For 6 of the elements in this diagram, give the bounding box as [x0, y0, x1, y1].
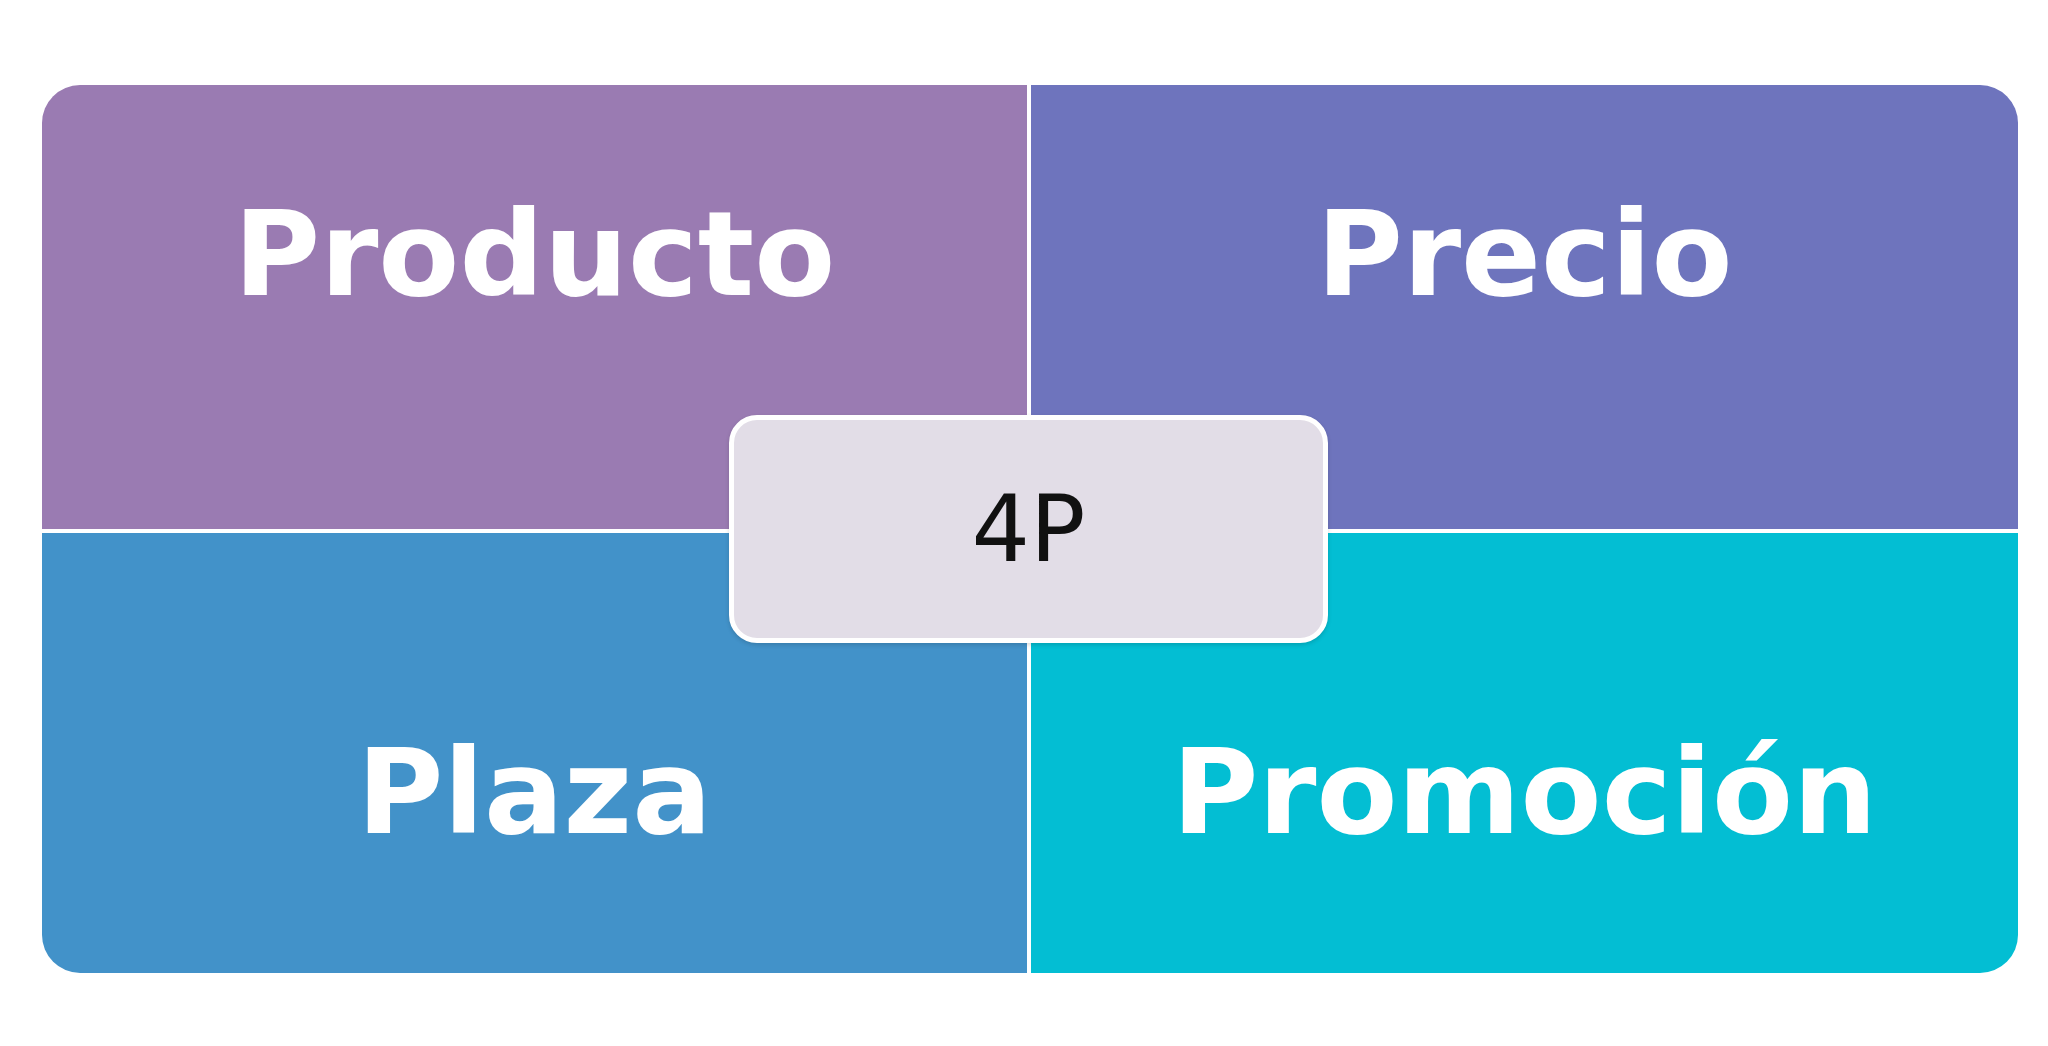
center-title: 4P [971, 475, 1086, 583]
center-box [729, 415, 1328, 643]
quadrant-title: Promoción [1171, 733, 1878, 851]
quadrant-title: Precio [1316, 195, 1733, 313]
quadrant-title: Plaza [357, 733, 712, 851]
quadrant-title: Producto [233, 195, 836, 313]
